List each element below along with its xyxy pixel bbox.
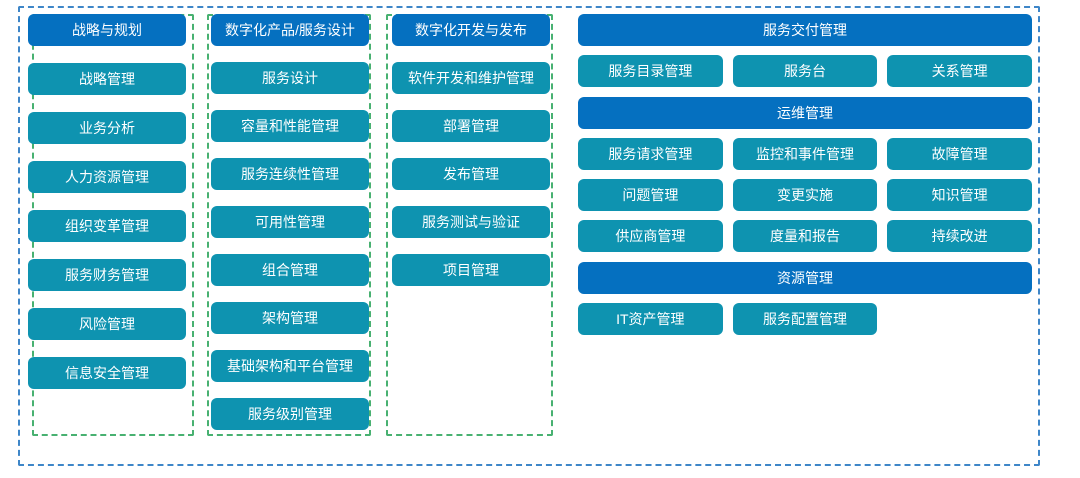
capability-item[interactable]: 服务测试与验证 xyxy=(392,206,550,238)
capability-item[interactable]: 服务财务管理 xyxy=(28,259,186,291)
capability-item[interactable]: 服务台 xyxy=(732,55,878,87)
capability-item[interactable]: 容量和性能管理 xyxy=(211,110,369,142)
group-grid: 服务目录管理服务台关系管理 xyxy=(578,55,1032,87)
capability-item[interactable]: 软件开发和维护管理 xyxy=(392,62,550,94)
capability-item[interactable]: 项目管理 xyxy=(392,254,550,286)
group-header[interactable]: 运维管理 xyxy=(578,97,1032,129)
capability-group: 资源管理 IT资产管理服务配置管理 xyxy=(578,262,1032,335)
capability-item[interactable]: 持续改进 xyxy=(887,220,1032,252)
grid-spacer xyxy=(887,303,1032,335)
capability-item[interactable]: 组织变革管理 xyxy=(28,210,186,242)
capability-item[interactable]: 变更实施 xyxy=(732,179,878,211)
group-header[interactable]: 服务交付管理 xyxy=(578,14,1032,46)
capability-item[interactable]: 服务设计 xyxy=(211,62,369,94)
capability-item[interactable]: 架构管理 xyxy=(211,302,369,334)
column-development: 数字化开发与发布软件开发和维护管理部署管理发布管理服务测试与验证项目管理 xyxy=(392,14,550,286)
column-strategy: 战略与规划战略管理业务分析人力资源管理组织变革管理服务财务管理风险管理信息安全管… xyxy=(28,14,186,389)
capability-item[interactable]: 知识管理 xyxy=(887,179,1032,211)
capability-group: 服务交付管理服务目录管理服务台关系管理 xyxy=(578,14,1032,87)
capability-item[interactable]: 可用性管理 xyxy=(211,206,369,238)
capability-item[interactable]: 业务分析 xyxy=(28,112,186,144)
capability-item[interactable]: 发布管理 xyxy=(392,158,550,190)
right-panel: 服务交付管理服务目录管理服务台关系管理运维管理服务请求管理监控和事件管理故障管理… xyxy=(578,14,1032,335)
column-header[interactable]: 数字化产品/服务设计 xyxy=(211,14,369,46)
capability-item[interactable]: 战略管理 xyxy=(28,63,186,95)
capability-item[interactable]: 人力资源管理 xyxy=(28,161,186,193)
column-header[interactable]: 战略与规划 xyxy=(28,14,186,46)
capability-item[interactable]: 故障管理 xyxy=(887,138,1032,170)
group-header[interactable]: 资源管理 xyxy=(578,262,1032,294)
capability-item[interactable]: 供应商管理 xyxy=(578,220,723,252)
capability-item[interactable]: 基础架构和平台管理 xyxy=(211,350,369,382)
column-header[interactable]: 数字化开发与发布 xyxy=(392,14,550,46)
capability-item[interactable]: IT资产管理 xyxy=(578,303,723,335)
capability-item[interactable]: 服务配置管理 xyxy=(732,303,878,335)
capability-item[interactable]: 度量和报告 xyxy=(732,220,878,252)
capability-item[interactable]: 关系管理 xyxy=(887,55,1032,87)
capability-group: 运维管理服务请求管理监控和事件管理故障管理问题管理变更实施知识管理供应商管理度量… xyxy=(578,97,1032,252)
capability-item[interactable]: 服务连续性管理 xyxy=(211,158,369,190)
group-grid: IT资产管理服务配置管理 xyxy=(578,303,1032,335)
column-design: 数字化产品/服务设计服务设计容量和性能管理服务连续性管理可用性管理组合管理架构管… xyxy=(211,14,369,430)
capability-item[interactable]: 服务目录管理 xyxy=(578,55,723,87)
capability-item[interactable]: 部署管理 xyxy=(392,110,550,142)
capability-item[interactable]: 服务级别管理 xyxy=(211,398,369,430)
capability-item[interactable]: 风险管理 xyxy=(28,308,186,340)
group-grid: 服务请求管理监控和事件管理故障管理问题管理变更实施知识管理供应商管理度量和报告持… xyxy=(578,138,1032,252)
capability-item[interactable]: 监控和事件管理 xyxy=(732,138,878,170)
capability-item[interactable]: 信息安全管理 xyxy=(28,357,186,389)
capability-item[interactable]: 组合管理 xyxy=(211,254,369,286)
capability-item[interactable]: 问题管理 xyxy=(578,179,723,211)
capability-item[interactable]: 服务请求管理 xyxy=(578,138,723,170)
outer-boundary-frame xyxy=(18,6,1040,466)
